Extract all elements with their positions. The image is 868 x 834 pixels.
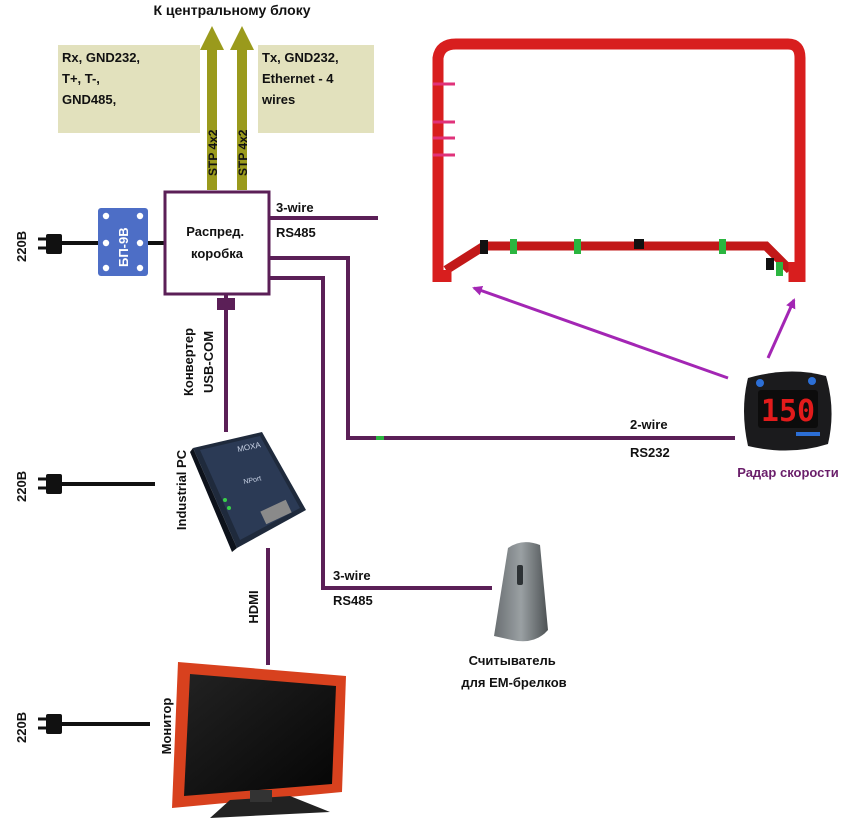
note-box-right — [258, 45, 374, 133]
hockey-goal — [432, 38, 806, 282]
rs485-top-wire-label: 3-wire — [276, 200, 314, 215]
junction-box-label: Распред. коробка — [186, 224, 247, 261]
junction-box — [163, 190, 271, 296]
cable-rs485-bottom — [269, 276, 492, 590]
power-plug-top — [38, 234, 98, 254]
usb-com-label-line-1: Конвертер — [181, 328, 196, 396]
rs485-top-proto-label: RS485 — [276, 225, 316, 240]
reader-device — [494, 542, 548, 642]
stp-arrow-left — [200, 26, 224, 190]
power-plug-bottom — [38, 714, 150, 734]
radar-label: Радар скорости — [737, 465, 839, 480]
rs485-bottom-wire-label: 3-wire — [333, 568, 371, 583]
psu-label: БП-9В — [116, 227, 131, 267]
stp-label-left: STP 4x2 — [206, 129, 220, 176]
monitor-label: Монитор — [159, 698, 174, 755]
power-label-middle: 220В — [14, 471, 29, 502]
cables — [224, 216, 735, 665]
rs232-wire-label: 2-wire — [630, 417, 668, 432]
power-label-bottom: 220В — [14, 712, 29, 743]
hdmi-label: HDMI — [246, 590, 261, 623]
note-box-left — [58, 45, 200, 133]
note-left-line-2: T+, T-, — [62, 71, 100, 86]
note-right-line-2: Ethernet - 4 — [262, 71, 334, 86]
radar-arrow-goal-right — [766, 298, 796, 359]
monitor-device — [172, 662, 346, 818]
converter-model: NPort — [243, 475, 262, 486]
junction-box-line-2: коробка — [191, 246, 244, 261]
rs485-bottom-proto-label: RS485 — [333, 593, 373, 608]
note-right: Tx, GND232, Ethernet - 4 wires — [261, 50, 342, 107]
note-right-line-1: Tx, GND232, — [262, 50, 339, 65]
rs232-joint-marker — [376, 436, 384, 440]
note-right-line-3: wires — [261, 92, 295, 107]
radar-device: 150 — [744, 371, 832, 451]
reader-label-line-1: Считыватель — [469, 653, 556, 668]
usb-com-label-line-2: USB-COM — [201, 331, 216, 393]
note-left-line-3: GND485, — [62, 92, 116, 107]
reader-label: Считыватель для EM-брелков — [461, 653, 566, 690]
junction-box-line-1: Распред. — [186, 224, 244, 239]
rs232-proto-label: RS232 — [630, 445, 670, 460]
radar-arrow-goal-left — [472, 285, 729, 380]
power-label-top: 220В — [14, 231, 29, 262]
note-left-line-1: Rx, GND232, — [62, 50, 140, 65]
diagram-title: К центральному блоку — [153, 2, 310, 18]
industrial-pc-device: MOXA NPort — [190, 432, 306, 552]
psu-block — [98, 208, 165, 276]
radar-display-value: 150 — [761, 394, 815, 429]
stp-label-right: STP 4x2 — [236, 129, 250, 176]
note-left: Rx, GND232, T+, T-, GND485, — [62, 50, 144, 107]
cable-rs232 — [269, 256, 735, 440]
power-plug-middle — [38, 474, 155, 494]
stp-arrow-right — [230, 26, 254, 190]
reader-label-line-2: для EM-брелков — [461, 675, 566, 690]
usb-connector — [217, 298, 235, 310]
industrial-pc-label: Industrial PC — [174, 449, 189, 530]
